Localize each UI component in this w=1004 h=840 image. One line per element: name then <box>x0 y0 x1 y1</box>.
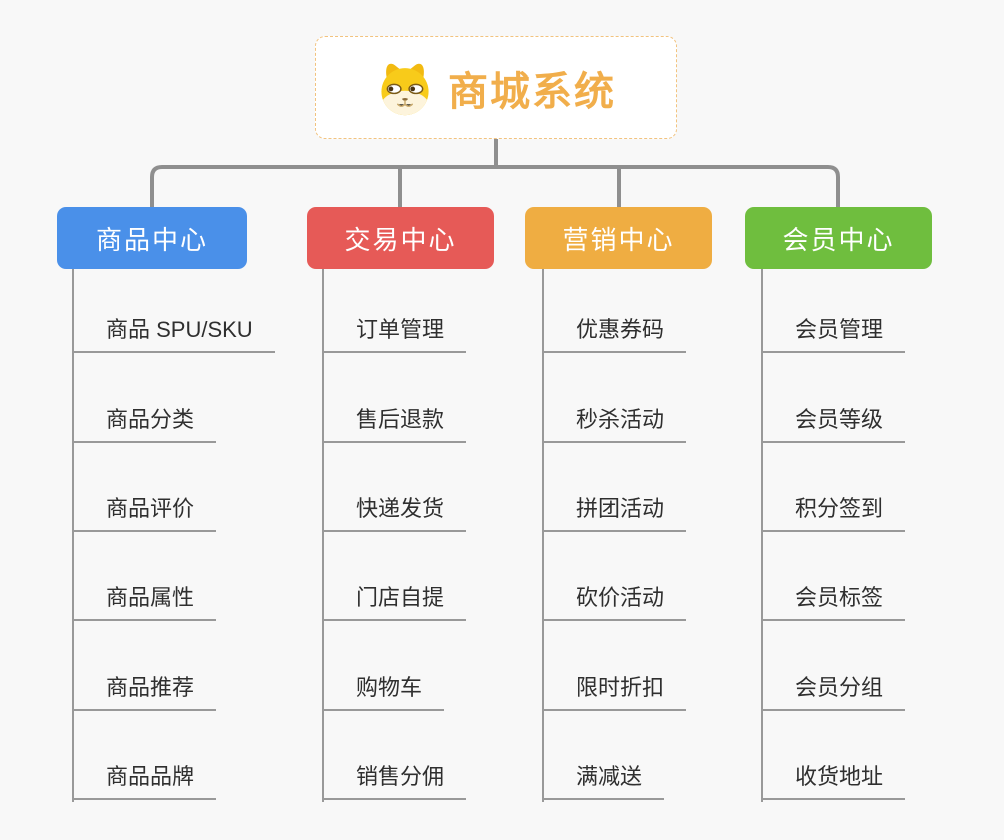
branch-label: 会员中心 <box>782 224 895 255</box>
leaf-node[interactable]: 门店自提 <box>322 583 467 621</box>
leaf-node[interactable]: 会员管理 <box>761 315 906 353</box>
branch-node-product-center[interactable]: 商品中心 <box>57 207 247 269</box>
branch-label: 商品中心 <box>95 224 208 255</box>
branch-children-marketing-center: 优惠券码 秒杀活动 拼团活动 砍价活动 限时折扣 满减送 <box>542 269 792 809</box>
branch-child-connector <box>542 269 544 802</box>
branch-children-product-center: 商品 SPU/SKU 商品分类 商品评价 商品属性 商品推荐 商品品牌 <box>72 269 322 809</box>
branch-node-marketing-center[interactable]: 营销中心 <box>525 207 712 269</box>
leaf-node[interactable]: 订单管理 <box>322 315 467 353</box>
dog-icon <box>381 63 429 115</box>
root-title: 商城系统 <box>448 69 616 114</box>
branch-child-connector <box>72 269 74 802</box>
root-node[interactable]: 商城系统 <box>315 36 677 139</box>
leaf-node[interactable]: 积分签到 <box>761 494 906 532</box>
leaf-node[interactable]: 销售分佣 <box>322 762 467 800</box>
leaf-node[interactable]: 会员分组 <box>761 673 906 711</box>
branch-children-member-center: 会员管理 会员等级 积分签到 会员标签 会员分组 收货地址 <box>761 269 1004 809</box>
leaf-node[interactable]: 商品推荐 <box>72 673 217 711</box>
branch-children-trade-center: 订单管理 售后退款 快递发货 门店自提 购物车 销售分佣 <box>322 269 572 809</box>
leaf-node[interactable]: 商品属性 <box>72 583 217 621</box>
branch-label: 营销中心 <box>562 224 675 255</box>
leaf-node[interactable]: 商品品牌 <box>72 762 217 800</box>
branch-child-connector <box>761 269 763 802</box>
leaf-node[interactable]: 拼团活动 <box>542 494 687 532</box>
leaf-node[interactable]: 会员标签 <box>761 583 906 621</box>
leaf-node[interactable]: 商品分类 <box>72 405 217 443</box>
leaf-node[interactable]: 限时折扣 <box>542 673 687 711</box>
leaf-node[interactable]: 售后退款 <box>322 405 467 443</box>
leaf-node[interactable]: 会员等级 <box>761 405 906 443</box>
leaf-node[interactable]: 优惠券码 <box>542 315 687 353</box>
branch-label: 交易中心 <box>344 224 457 255</box>
leaf-node[interactable]: 快递发货 <box>322 494 467 532</box>
leaf-node[interactable]: 秒杀活动 <box>542 405 687 443</box>
leaf-node[interactable]: 砍价活动 <box>542 583 687 621</box>
branch-node-member-center[interactable]: 会员中心 <box>745 207 932 269</box>
leaf-node[interactable]: 收货地址 <box>761 762 906 800</box>
leaf-node[interactable]: 满减送 <box>542 762 665 800</box>
leaf-node[interactable]: 商品评价 <box>72 494 217 532</box>
branch-node-trade-center[interactable]: 交易中心 <box>307 207 494 269</box>
branch-child-connector <box>322 269 324 802</box>
leaf-node[interactable]: 商品 SPU/SKU <box>72 315 275 353</box>
leaf-node[interactable]: 购物车 <box>322 673 445 711</box>
